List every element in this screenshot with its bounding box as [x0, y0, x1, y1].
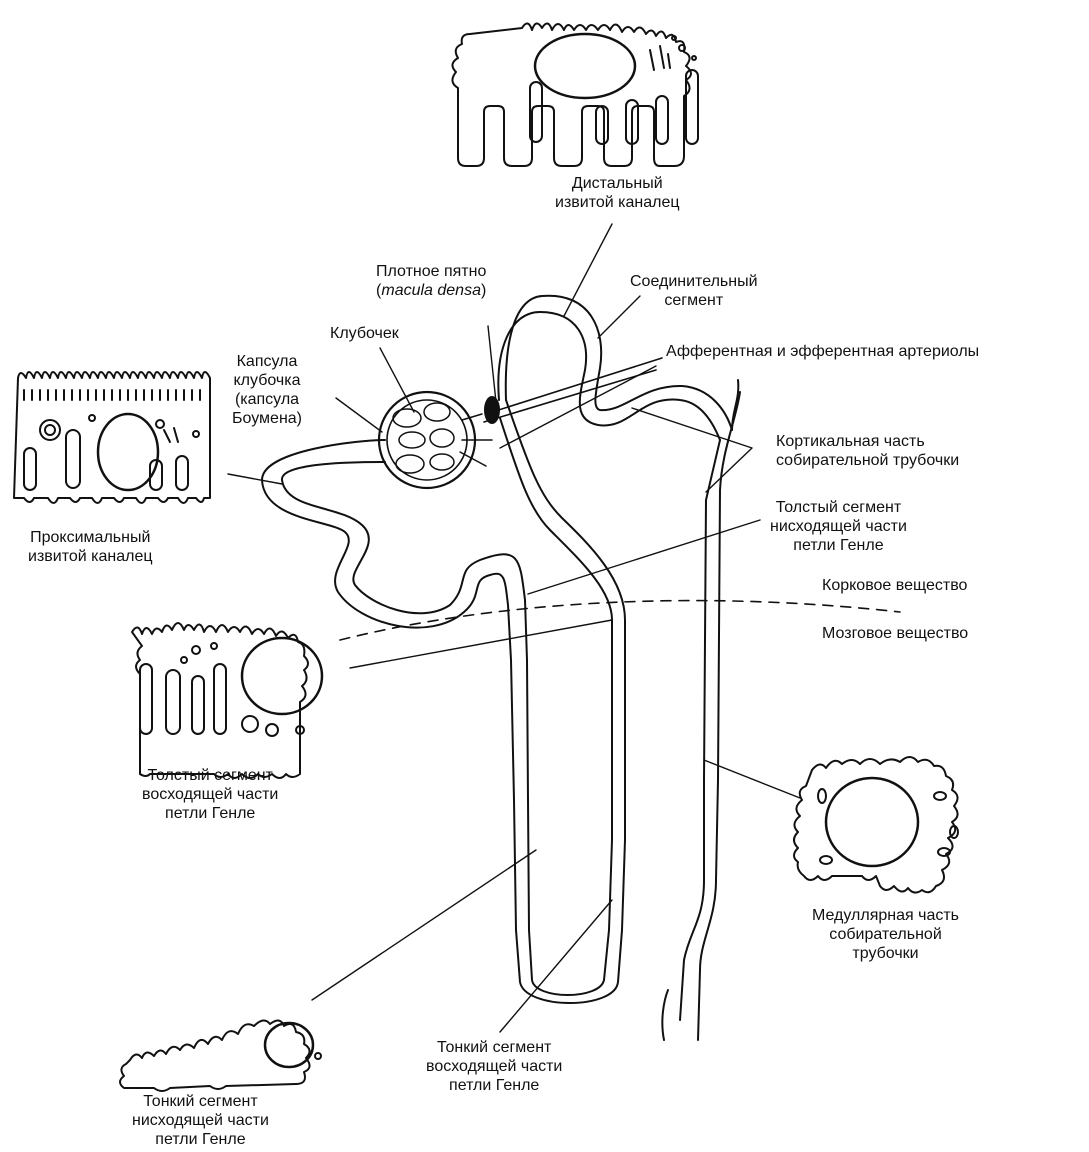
distal-tubule-cell: [452, 23, 698, 166]
medullary-collecting-cell: [794, 757, 958, 893]
proximal-tubule-cell: [14, 372, 210, 503]
thin-descending-cell: [120, 1020, 321, 1091]
glomerulus-label: Клубочек: [330, 324, 399, 343]
cortex-medulla-boundary: [340, 601, 900, 640]
medulla-label: Мозговое вещество: [822, 624, 968, 643]
glomerulus-capillaries: [393, 403, 492, 473]
cortex-label: Корковое вещество: [822, 576, 967, 595]
macula-densa-label: Плотное пятно (macula densa): [376, 262, 486, 300]
thick-ascending-cell: [132, 623, 322, 778]
nephron-tubule: [262, 296, 740, 1040]
arterioles-label: Афферентная и эфферентная артериолы: [666, 342, 979, 361]
